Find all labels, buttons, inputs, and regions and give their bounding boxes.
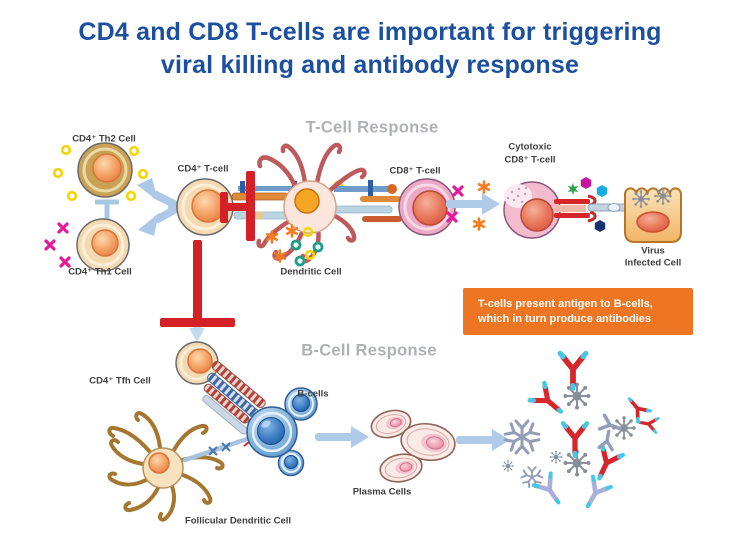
b-cells-illustration bbox=[246, 387, 318, 477]
cytotoxic-cd8-label-line2: CD8⁺ T-cell bbox=[504, 154, 556, 166]
red-antibody-icon bbox=[563, 423, 587, 455]
page-title: CD4 and CD8 T-cells are important for tr… bbox=[0, 16, 740, 82]
dendritic-cell-illustration bbox=[256, 142, 367, 264]
gray-antibody-star-icon bbox=[503, 419, 541, 455]
cd4-inhibition-bars bbox=[220, 171, 255, 241]
plasma-to-antibody-arrow-icon bbox=[456, 429, 510, 451]
virus-particle-icon bbox=[631, 189, 651, 209]
tfh-inhibition-t-bar bbox=[160, 240, 235, 327]
plasma-cells-illustration bbox=[370, 409, 456, 483]
follicular-dendritic-cell-label: Follicular Dendritic Cell bbox=[184, 515, 292, 527]
cytotoxic-cd8-t-cell-illustration bbox=[503, 181, 561, 239]
dendritic-cell-label: Dendritic Cell bbox=[280, 266, 342, 278]
cd4-th1-cell-illustration bbox=[76, 218, 130, 272]
antigen-presentation-callout: T-cells present antigen to B-cells, whic… bbox=[463, 288, 693, 335]
virus-infected-cell-illustration bbox=[624, 186, 682, 243]
gray-antibody-icon bbox=[597, 428, 617, 452]
cd4-t-cell-illustration bbox=[176, 178, 234, 236]
tfh-bcell-receptor-bundle bbox=[202, 360, 266, 435]
virus-particle-icon bbox=[653, 186, 673, 206]
cd8-t-cell-illustration bbox=[398, 178, 456, 236]
bcell-to-plasma-arrow-icon bbox=[315, 426, 369, 448]
cytotoxic-cd8-label-line1: Cytotoxic bbox=[508, 141, 552, 153]
cd4-tfh-cell-label: CD4⁺ Tfh Cell bbox=[89, 375, 151, 387]
lavender-antibody-icon bbox=[579, 477, 611, 512]
antibody-cluster bbox=[501, 353, 660, 512]
fdc-bcell-connector bbox=[182, 433, 256, 463]
red-antibody-icon bbox=[621, 391, 653, 424]
follicular-dendritic-cell-illustration bbox=[107, 411, 225, 522]
callout-line-2: which in turn produce antibodies bbox=[478, 312, 651, 325]
title-line-2: viral killing and antibody response bbox=[160, 51, 580, 79]
b-cells-label: B-cells bbox=[297, 388, 329, 400]
plasma-cells-label: Plasma Cells bbox=[352, 486, 412, 498]
cd4-t-cell-label: CD4⁺ T-cell bbox=[177, 163, 229, 175]
cd4-th2-cell-illustration bbox=[77, 142, 133, 198]
b-cell-response-header: B-Cell Response bbox=[301, 341, 437, 360]
callout-line-1: T-cells present antigen to B-cells, bbox=[478, 297, 653, 310]
cytotoxic-virus-receptor bbox=[554, 194, 637, 223]
cd4-tfh-cell-illustration bbox=[175, 341, 219, 385]
cd4-th2-cell-label: CD4⁺ Th2 Cell bbox=[72, 133, 136, 145]
magenta-cytokine-icons bbox=[44, 222, 71, 268]
t-cell-response-header: T-Cell Response bbox=[305, 118, 439, 137]
differentiation-fork-arrow-icon bbox=[137, 178, 190, 236]
red-antibody-icon bbox=[560, 353, 586, 388]
lavender-antibody-icon bbox=[534, 473, 567, 508]
dendritic-cd8-receptor-bands bbox=[331, 180, 402, 222]
gray-antibody-star-small-icon bbox=[520, 466, 544, 489]
title-line-1: CD4 and CD8 T-cells are important for tr… bbox=[78, 18, 662, 46]
cd4-th1-cell-label: CD4⁺ Th1 Cell bbox=[68, 266, 132, 278]
cd8-t-cell-label: CD8⁺ T-cell bbox=[389, 165, 441, 177]
red-antibody-icon bbox=[634, 413, 660, 435]
virus-particle-icon bbox=[562, 381, 592, 411]
virus-infected-cell-label-line2: Infected Cell bbox=[624, 257, 682, 269]
red-antibody-icon bbox=[530, 383, 568, 420]
virus-particle-icon bbox=[501, 459, 515, 473]
virus-infected-cell-label-line1: Virus bbox=[641, 245, 665, 257]
virus-particle-icon bbox=[549, 450, 563, 464]
